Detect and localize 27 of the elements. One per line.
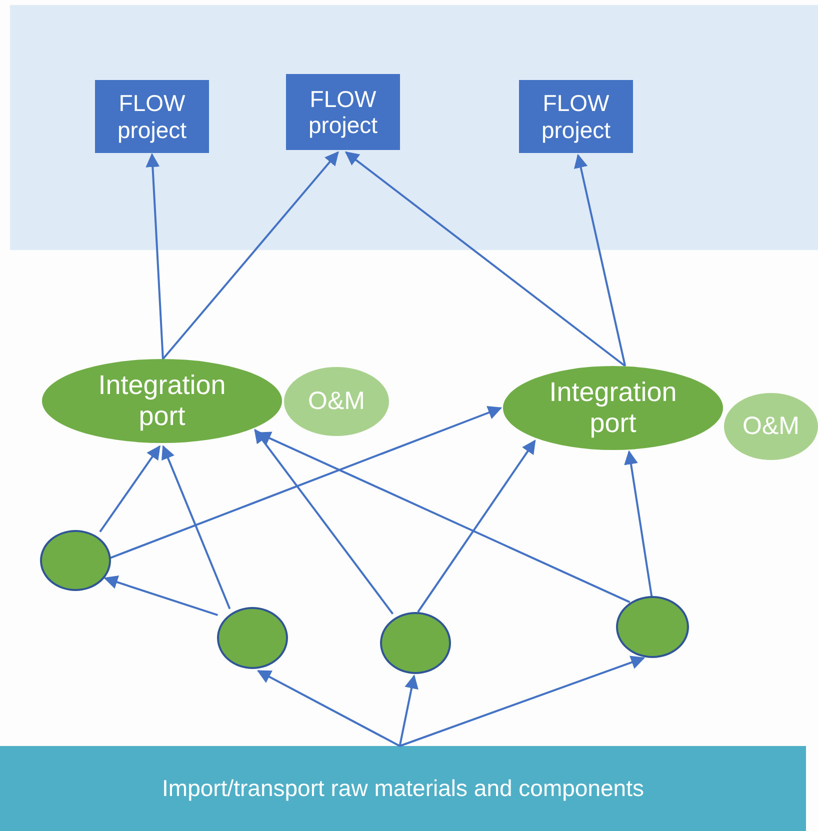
arrow [624, 450, 653, 598]
arrow [104, 575, 218, 616]
arrow [399, 656, 646, 747]
arrow [146, 153, 164, 360]
project-box [519, 80, 633, 153]
node-label: FLOW project [307, 86, 379, 138]
node-label: FLOW project [540, 90, 612, 143]
project-box [286, 74, 400, 150]
arrow [110, 406, 502, 559]
arrow [254, 428, 394, 614]
background-band [10, 5, 818, 250]
node-label: Integration port [97, 370, 227, 432]
node-label: Integration port [548, 376, 678, 440]
arrow [344, 151, 626, 367]
supply-bar [0, 746, 806, 831]
arrow [162, 151, 339, 360]
arrow [99, 445, 160, 532]
arrow [398, 674, 418, 746]
node-label: Import/transport raw materials and components [162, 775, 644, 802]
node-label: O&M [742, 412, 800, 441]
arrow [162, 445, 231, 610]
arrow [417, 440, 536, 613]
project-box [95, 80, 209, 153]
node-label: FLOW project [116, 90, 188, 143]
node-label: O&M [308, 387, 365, 416]
arrow [256, 670, 400, 747]
arrow [574, 154, 626, 366]
